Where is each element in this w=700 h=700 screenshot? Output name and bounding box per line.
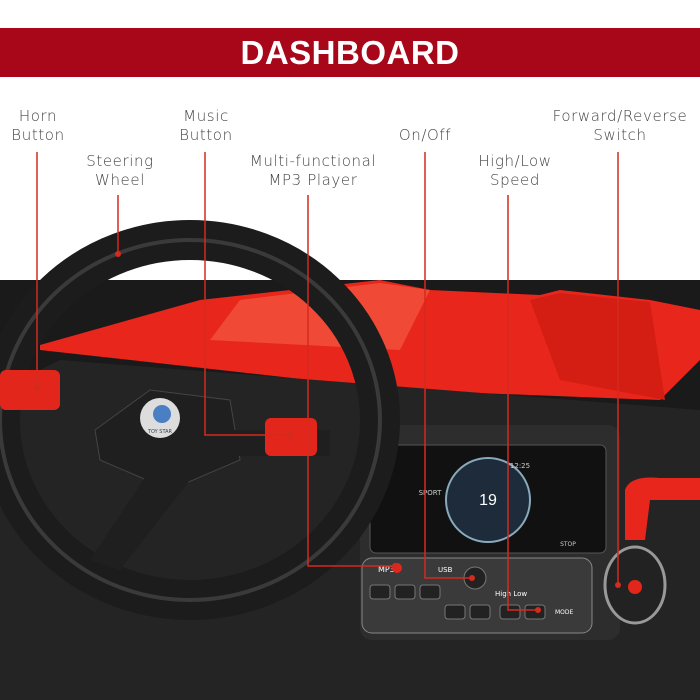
screen-mode: SPORT	[419, 489, 443, 497]
screen-time: 12:25	[510, 462, 530, 470]
brand-logo: TOY STAR	[147, 429, 173, 435]
callout-lines	[36, 152, 619, 611]
panel-usb: USB	[438, 566, 453, 574]
panel-mode: MODE	[555, 609, 574, 616]
label-on-off: On/Off	[398, 126, 452, 144]
page-title: DASHBOARD	[240, 33, 460, 71]
screen-speed: 19	[479, 492, 497, 509]
label-high-low-speed: High/Low Speed	[478, 152, 552, 189]
label-forward-reverse-switch: Forward/Reverse Switch	[552, 107, 688, 144]
label-mp3-player: Multi-functional MP3 Player	[249, 152, 377, 189]
label-steering-wheel: Steering Wheel	[86, 152, 154, 189]
label-music-button: Music Button	[179, 107, 233, 144]
title-banner: DASHBOARD	[0, 28, 700, 77]
screen-stop: STOP	[560, 541, 576, 548]
panel-speed: High Low	[495, 590, 527, 598]
horn-button	[0, 370, 60, 410]
label-horn-button: Horn Button	[11, 107, 65, 144]
panel-mp3: MP3	[378, 565, 395, 574]
